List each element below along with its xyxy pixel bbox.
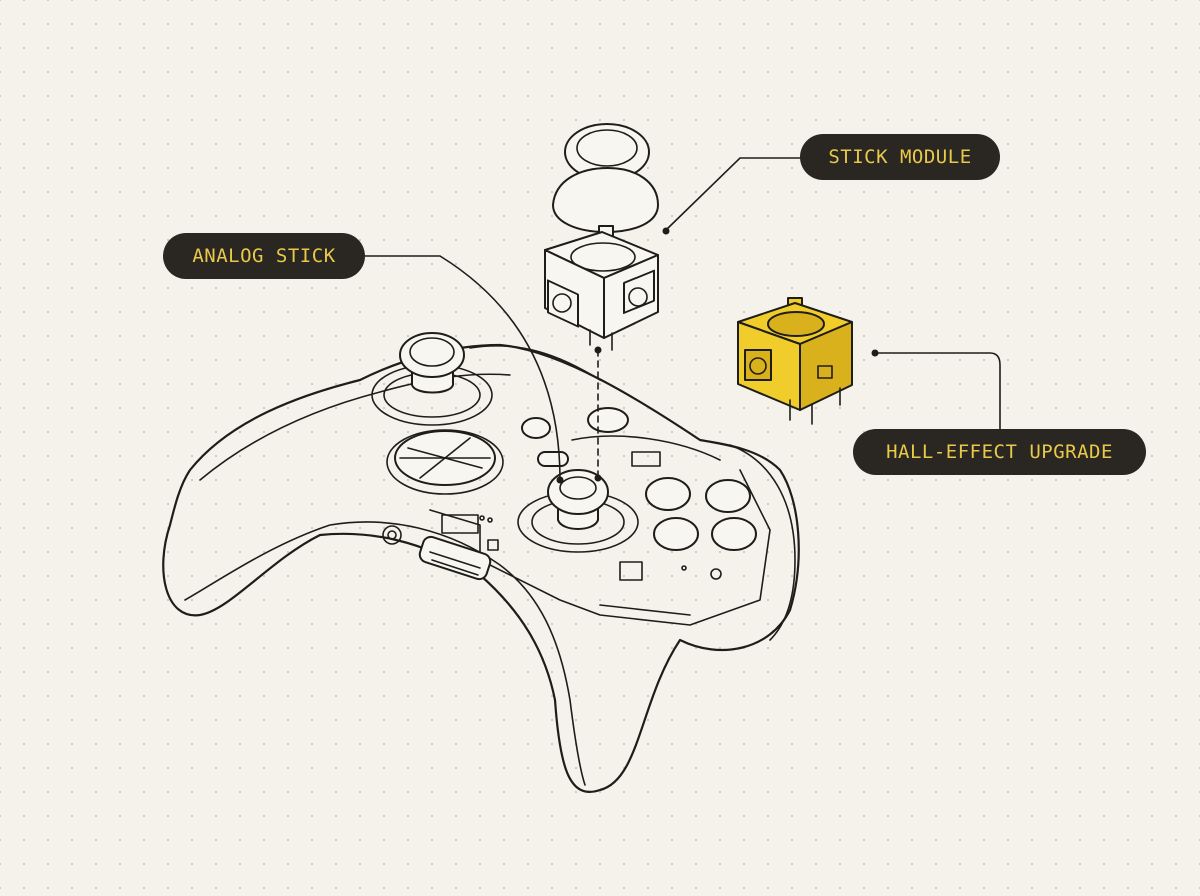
- left-analog-stick: [371, 332, 493, 426]
- label-stick-module-text: STICK MODULE: [828, 146, 972, 168]
- guide-dot-top: [594, 346, 602, 354]
- exploded-stick-module: [544, 225, 659, 351]
- leader-analog-stick: [365, 255, 561, 481]
- d-pad: [386, 429, 504, 495]
- leader-stick-module: [665, 157, 803, 231]
- hall-effect-module: [737, 297, 853, 425]
- center-buttons: [521, 407, 721, 467]
- leader-dot-analog-stick: [556, 476, 564, 484]
- label-stick-module: STICK MODULE: [800, 134, 1000, 180]
- leader-dot-stick-module: [662, 227, 670, 235]
- label-analog-stick-text: ANALOG STICK: [192, 245, 336, 267]
- expansion-port: [382, 525, 492, 581]
- label-hall-effect-upgrade-text: HALL-EFFECT UPGRADE: [886, 441, 1113, 463]
- label-hall-effect-upgrade: HALL-EFFECT UPGRADE: [853, 429, 1146, 475]
- exploded-thumbstick-cap: [552, 123, 659, 233]
- guide-dot-bottom: [594, 474, 602, 482]
- circuit-board: [429, 469, 771, 626]
- label-analog-stick: ANALOG STICK: [163, 233, 365, 279]
- leader-hall-effect: [875, 352, 1001, 430]
- leader-dot-hall-effect: [871, 349, 879, 357]
- right-analog-stick: [517, 469, 639, 553]
- face-buttons: [645, 477, 757, 551]
